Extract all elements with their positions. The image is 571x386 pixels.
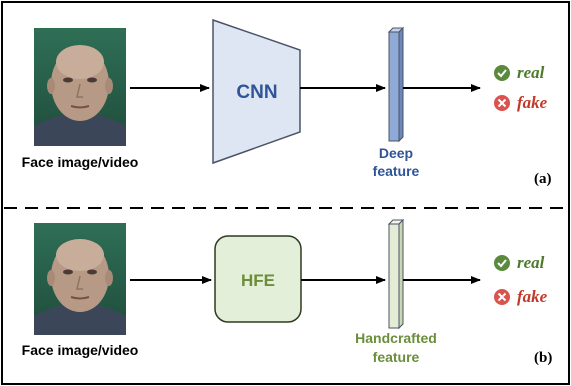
real-label-b: real (517, 253, 545, 272)
panel-a: Face image/video CNN Deep feature real f… (22, 18, 552, 187)
real-label-a: real (517, 63, 545, 82)
deep-feature-label-line1: Deep (379, 145, 413, 161)
panel-tag-a: (a) (534, 171, 552, 187)
face-image-b (34, 223, 126, 335)
handcrafted-feature-label-line1: Handcrafted (355, 330, 437, 346)
cnn-label: CNN (236, 82, 277, 103)
panel-tag-b: (b) (534, 350, 552, 366)
hfe-label: HFE (241, 271, 275, 290)
input-label-a: Face image/video (22, 154, 139, 170)
handcrafted-feature-label-line2: feature (373, 349, 420, 365)
panel-b: Face image/video HFE Handcrafted feature… (22, 218, 552, 366)
fake-label-a: fake (517, 93, 548, 112)
handcrafted-feature-bar (387, 218, 405, 330)
deep-feature-label-line2: feature (373, 163, 420, 179)
cross-icon (494, 95, 510, 111)
face-image-a (34, 28, 126, 146)
input-label-b: Face image/video (22, 342, 139, 358)
fake-label-b: fake (517, 287, 548, 306)
check-icon (494, 255, 510, 271)
cnn-block (212, 18, 301, 165)
cross-icon (494, 289, 510, 305)
deep-feature-bar (387, 26, 405, 143)
check-icon (494, 65, 510, 81)
